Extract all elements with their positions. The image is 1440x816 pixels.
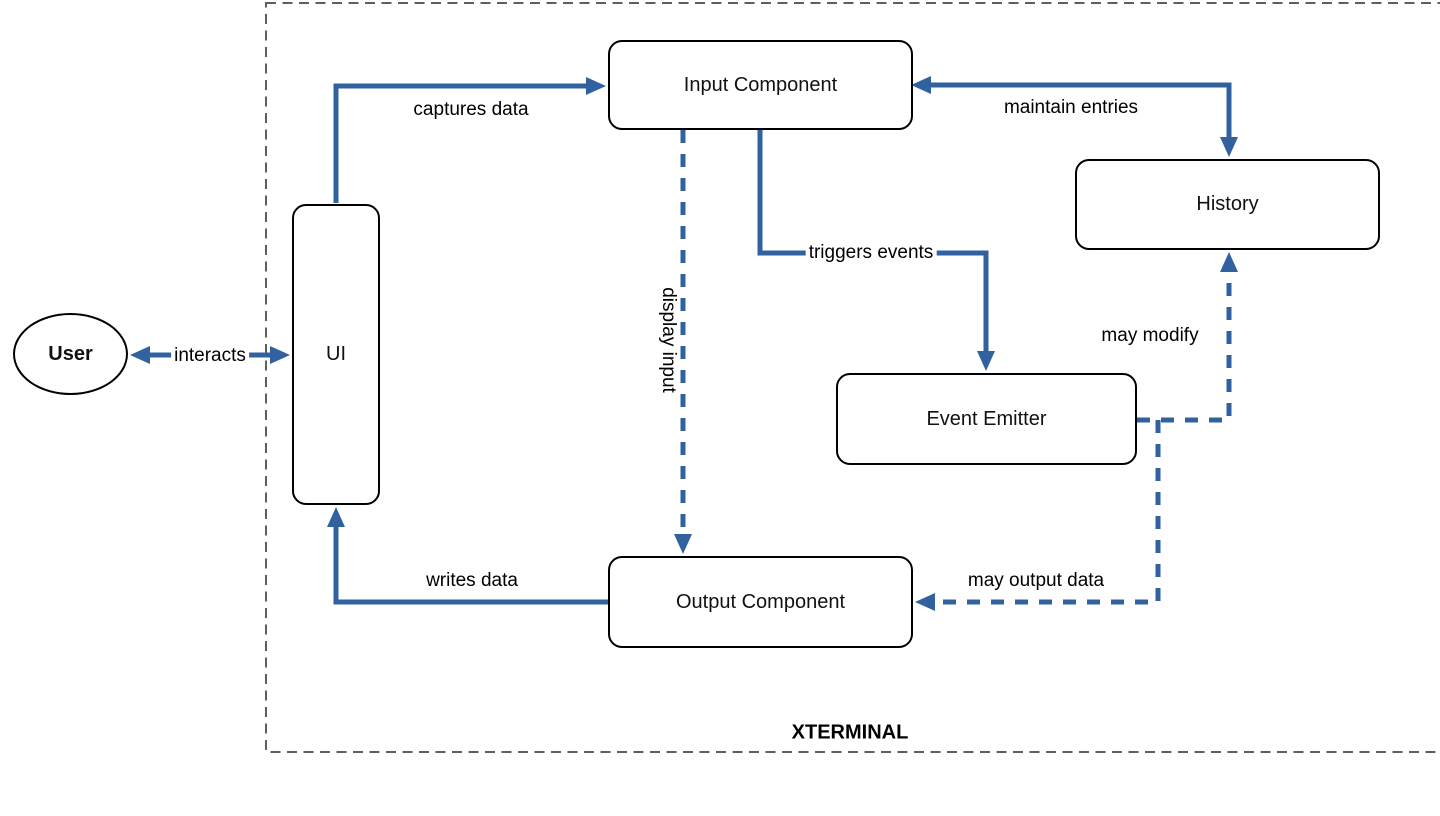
edge-label-maintain-entries: maintain entries <box>1003 97 1139 118</box>
arrowhead-interacts-right <box>270 346 290 364</box>
xterminal-boundary-label: XTERMINAL <box>791 721 909 744</box>
arrowhead-triggers-events <box>977 351 995 371</box>
arrowhead-display-input <box>674 534 692 554</box>
node-output-component-label: Output Component <box>676 590 845 613</box>
xterminal-boundary <box>265 2 1440 753</box>
edge-writes-data <box>333 527 608 605</box>
edge-label-display-input: display input <box>658 287 679 393</box>
arrowhead-may-modify <box>1220 252 1238 272</box>
node-output-component: Output Component <box>608 556 913 648</box>
edge-maintain-entries <box>931 82 1232 143</box>
arrowhead-maintain-entries-left <box>911 76 931 94</box>
edge-label-may-modify: may modify <box>1101 325 1199 346</box>
edge-captures-data <box>333 83 586 203</box>
edge-label-may-output-data: may output data <box>967 570 1105 591</box>
arrowhead-may-output-data <box>915 593 935 611</box>
node-event-emitter: Event Emitter <box>836 373 1137 465</box>
node-input-component: Input Component <box>608 40 913 130</box>
edge-label-writes-data: writes data <box>426 570 518 591</box>
node-history-label: History <box>1196 193 1259 215</box>
edge-label-triggers-events: triggers events <box>805 242 937 264</box>
node-user-label: User <box>48 342 93 365</box>
arrowhead-interacts-left <box>130 346 150 364</box>
node-input-component-label: Input Component <box>683 73 838 96</box>
node-history: History <box>1075 159 1380 250</box>
node-ui-label: UI <box>326 343 346 365</box>
node-event-emitter-label: Event Emitter <box>926 407 1047 430</box>
edge-may-output-data <box>935 420 1161 605</box>
node-ui: UI <box>292 204 380 505</box>
edge-may-modify <box>1137 272 1232 423</box>
arrowhead-maintain-entries-down <box>1220 137 1238 157</box>
arrowhead-captures-data <box>586 77 606 95</box>
edge-label-interacts: interacts <box>171 345 249 367</box>
node-user: User <box>13 313 128 395</box>
edge-label-captures-data: captures data <box>413 99 529 120</box>
arrowhead-writes-data <box>327 507 345 527</box>
